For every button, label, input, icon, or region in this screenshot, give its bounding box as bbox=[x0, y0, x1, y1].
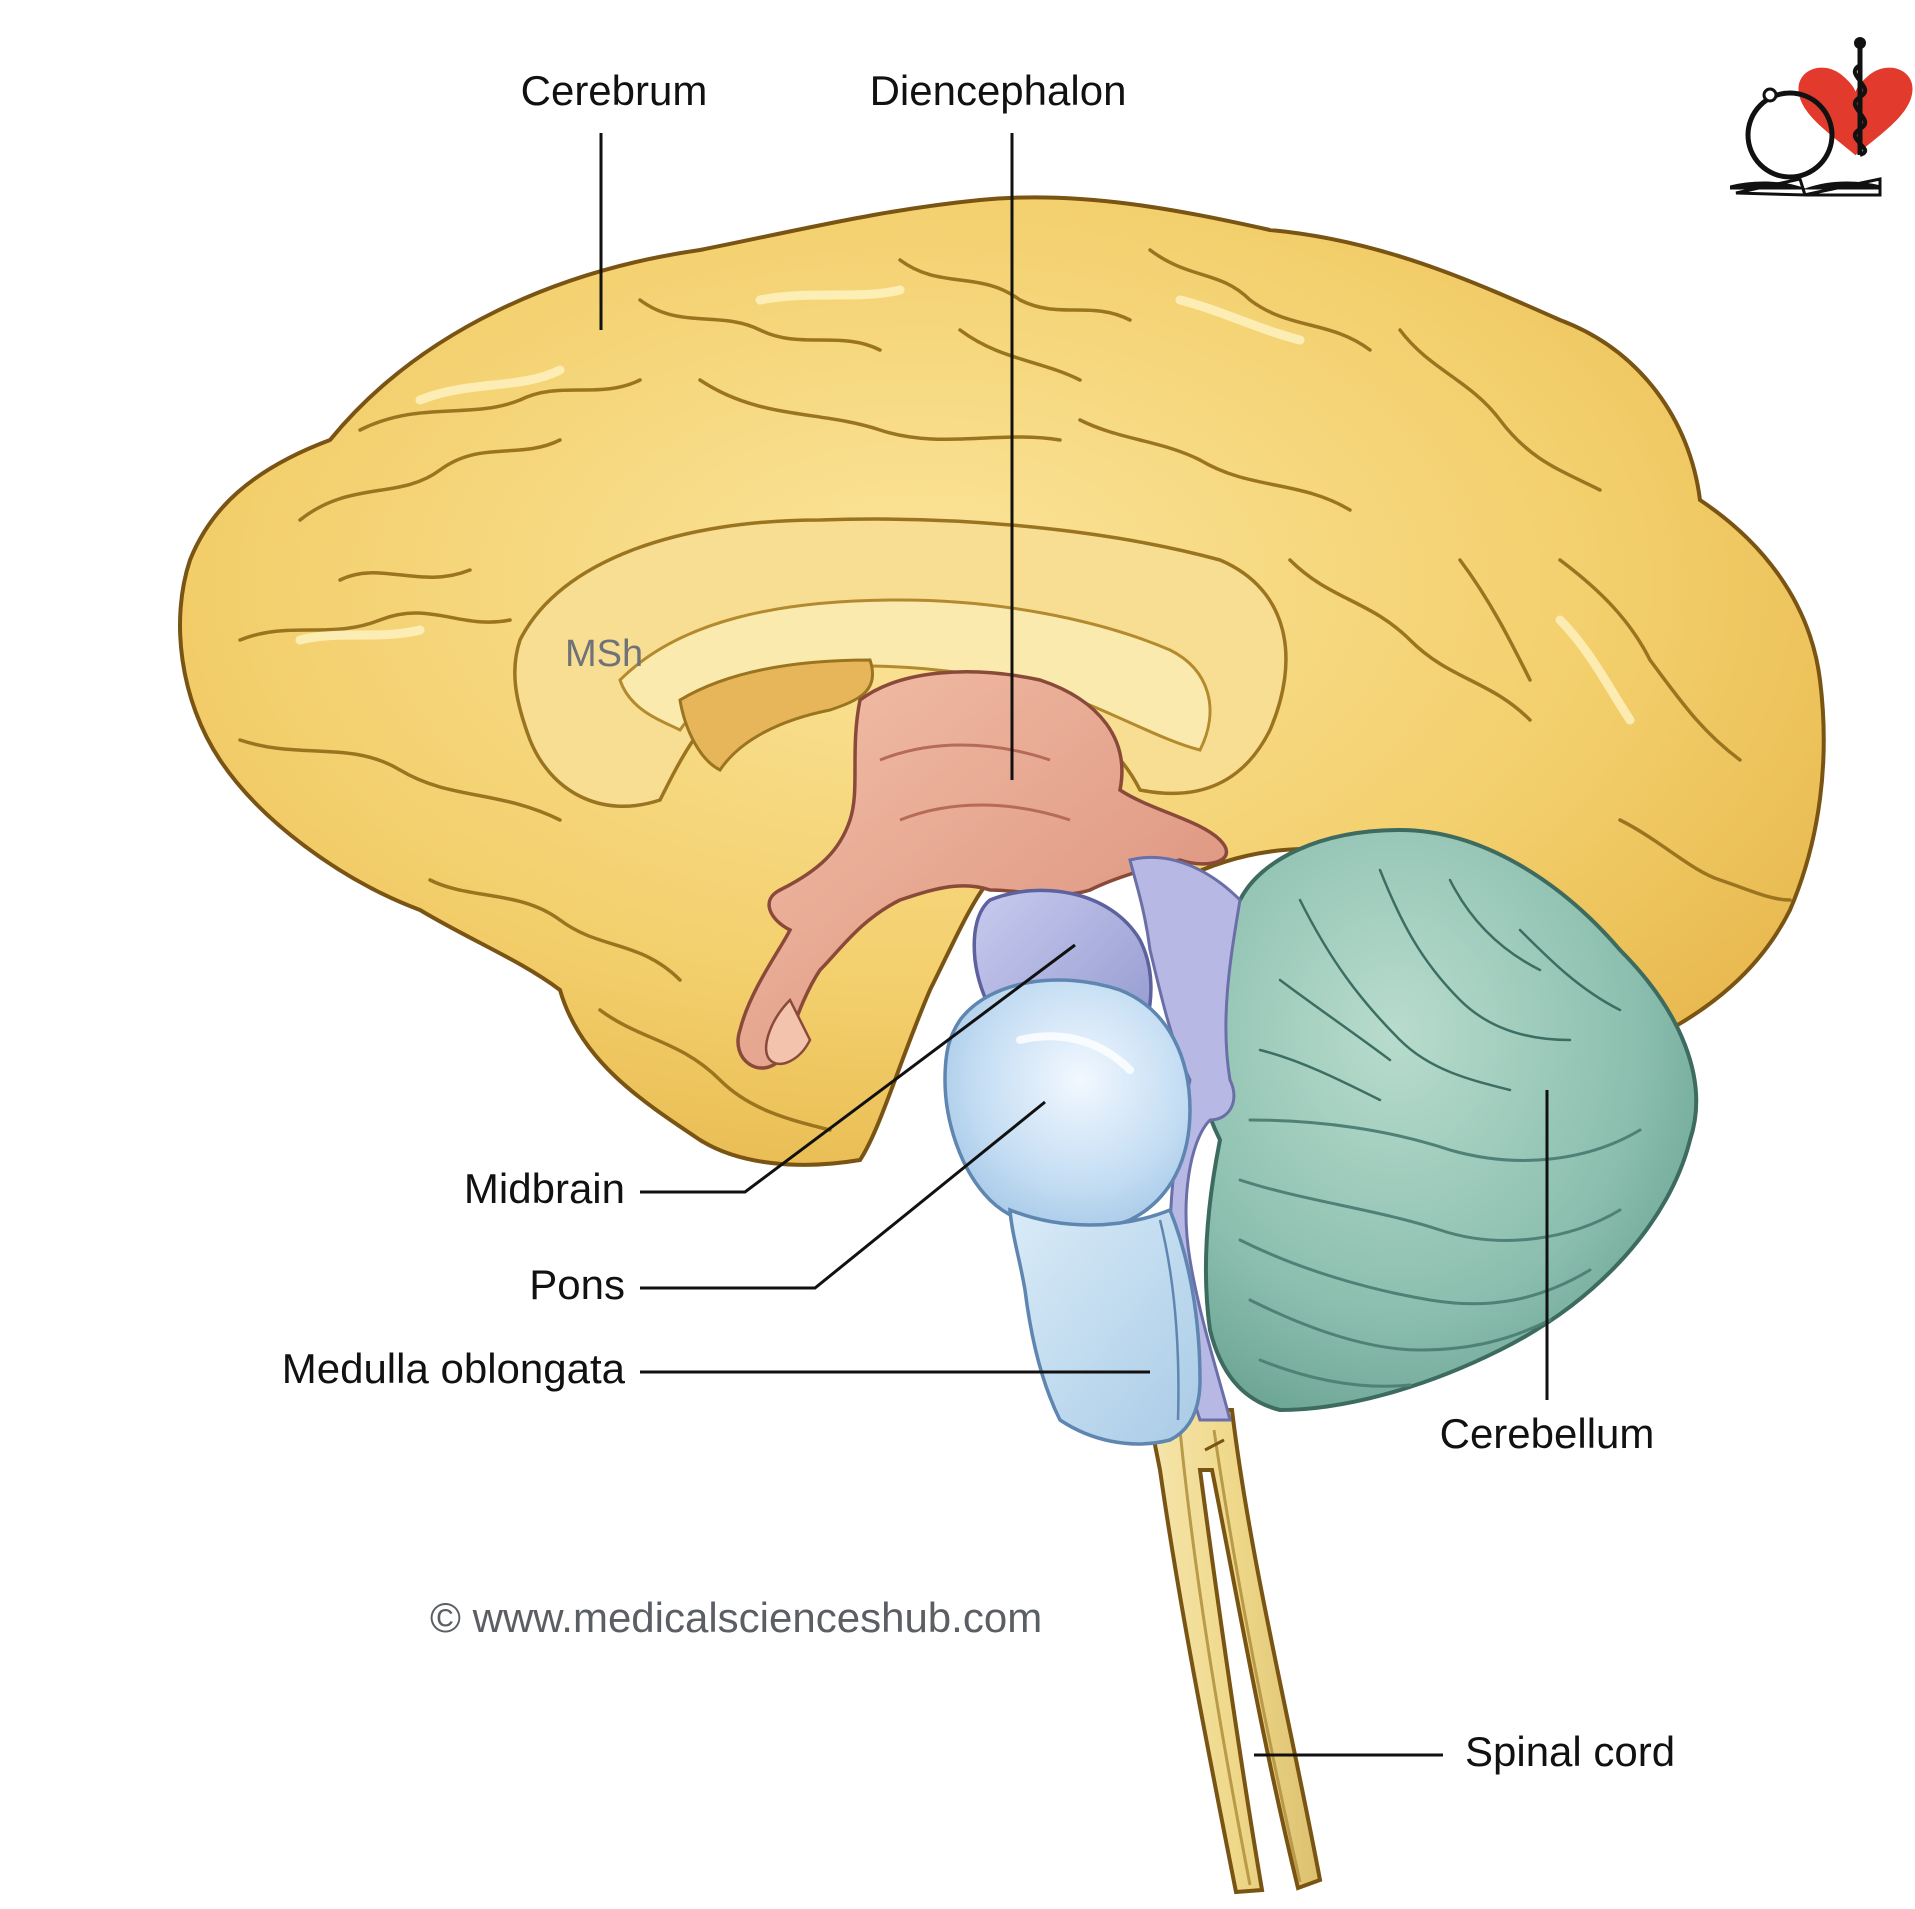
cerebellum bbox=[1194, 827, 1699, 1413]
leader-midbrain bbox=[640, 943, 1076, 1194]
spinal-cord bbox=[1145, 1408, 1323, 1895]
leader-pons bbox=[640, 1100, 1046, 1290]
heart-caduceus-book-icon bbox=[1730, 37, 1913, 197]
label-cerebrum: Cerebrum bbox=[521, 67, 708, 114]
watermark-text: MSh bbox=[565, 633, 643, 675]
label-cerebellum: Cerebellum bbox=[1440, 1410, 1655, 1457]
label-diencephalon: Diencephalon bbox=[870, 67, 1127, 114]
label-pons: Pons bbox=[529, 1261, 625, 1308]
label-spinal-cord: Spinal cord bbox=[1465, 1728, 1675, 1775]
diencephalon bbox=[736, 670, 1229, 1070]
label-midbrain: Midbrain bbox=[464, 1165, 625, 1212]
leader-lines bbox=[599, 133, 1549, 1757]
copyright-text: © www.medicalscienceshub.com bbox=[430, 1594, 1042, 1641]
label-medulla-oblongata: Medulla oblongata bbox=[282, 1345, 626, 1392]
corpus-callosum bbox=[513, 517, 1288, 809]
pons bbox=[943, 978, 1192, 1233]
medulla-oblongata bbox=[1008, 1207, 1202, 1446]
